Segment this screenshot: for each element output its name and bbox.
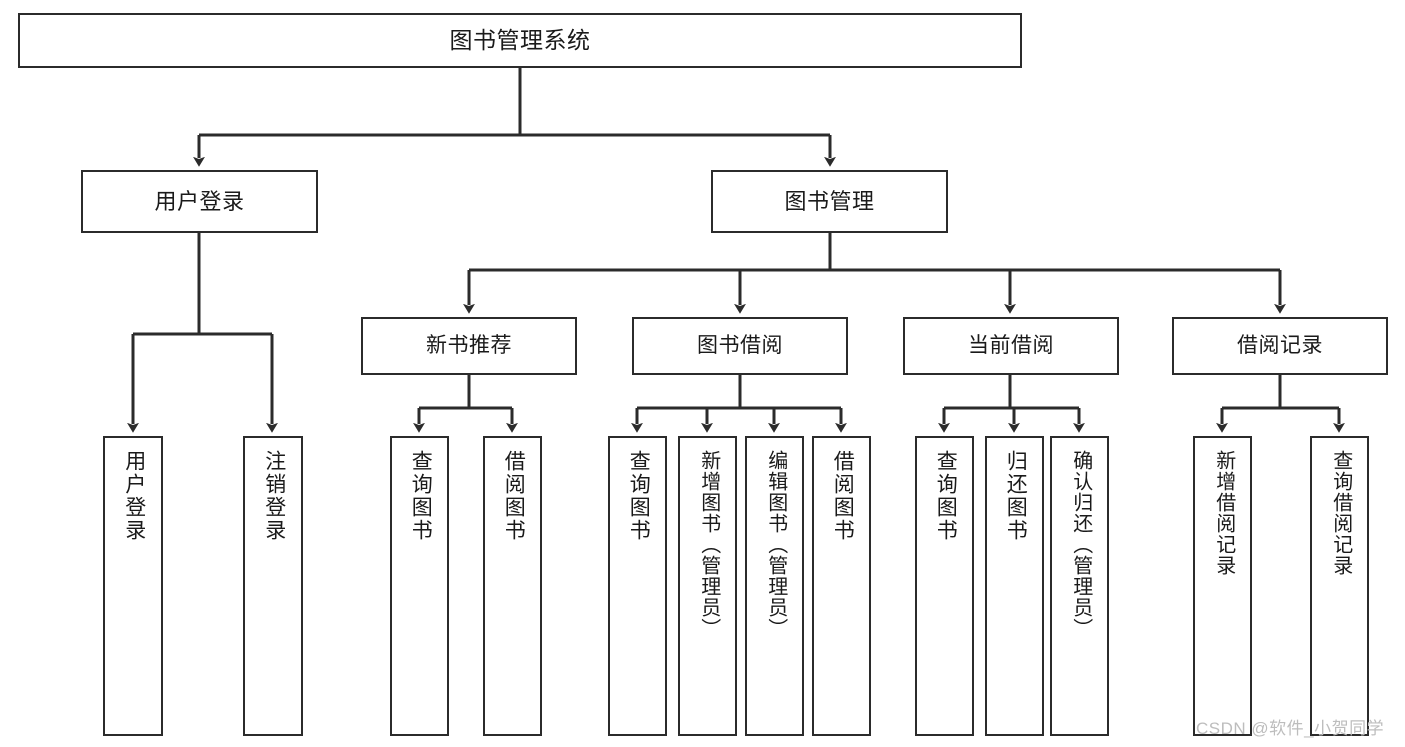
leaf-current-confirm-return-label: 确认归还（管理员） xyxy=(1069,450,1092,639)
leaf-borrow-edit-book-label: 编辑图书（管理员） xyxy=(764,450,787,639)
leaf-record-query[interactable]: 查询借阅记录 xyxy=(1310,436,1369,736)
node-borrow-record[interactable]: 借阅记录 xyxy=(1172,317,1388,375)
leaf-recommend-borrow-book-label: 借阅图书 xyxy=(502,450,526,542)
node-root-label: 图书管理系统 xyxy=(449,26,591,53)
node-user-login-label: 用户登录 xyxy=(154,188,245,214)
leaf-user-login[interactable]: 用户登录 xyxy=(103,436,163,736)
leaf-user-login-label: 用户登录 xyxy=(122,450,146,542)
leaf-current-confirm-return[interactable]: 确认归还（管理员） xyxy=(1050,436,1109,736)
node-root[interactable]: 图书管理系统 xyxy=(18,13,1022,68)
node-current-borrow-label: 当前借阅 xyxy=(968,333,1054,357)
node-book-borrow-label: 图书借阅 xyxy=(697,333,783,357)
node-current-borrow[interactable]: 当前借阅 xyxy=(903,317,1119,375)
leaf-record-add-label: 新增借阅记录 xyxy=(1212,450,1235,576)
node-new-book-recommend-label: 新书推荐 xyxy=(426,333,512,357)
node-book-management-label: 图书管理 xyxy=(784,188,875,214)
leaf-current-return-book[interactable]: 归还图书 xyxy=(985,436,1044,736)
leaf-borrow-query-book-label: 查询图书 xyxy=(627,450,651,542)
leaf-record-add[interactable]: 新增借阅记录 xyxy=(1193,436,1252,736)
leaf-current-query-book[interactable]: 查询图书 xyxy=(915,436,974,736)
leaf-recommend-borrow-book[interactable]: 借阅图书 xyxy=(483,436,542,736)
node-book-management[interactable]: 图书管理 xyxy=(711,170,948,233)
leaf-recommend-query-book[interactable]: 查询图书 xyxy=(390,436,449,736)
leaf-borrow-borrow-book-label: 借阅图书 xyxy=(831,450,855,542)
leaf-record-query-label: 查询借阅记录 xyxy=(1329,450,1352,576)
node-book-borrow[interactable]: 图书借阅 xyxy=(632,317,848,375)
node-user-login[interactable]: 用户登录 xyxy=(81,170,318,233)
leaf-borrow-add-book[interactable]: 新增图书（管理员） xyxy=(678,436,737,736)
leaf-borrow-add-book-label: 新增图书（管理员） xyxy=(697,450,720,639)
leaf-user-logout[interactable]: 注销登录 xyxy=(243,436,303,736)
leaf-current-query-book-label: 查询图书 xyxy=(934,450,958,542)
leaf-borrow-edit-book[interactable]: 编辑图书（管理员） xyxy=(745,436,804,736)
node-borrow-record-label: 借阅记录 xyxy=(1237,333,1323,357)
leaf-current-return-book-label: 归还图书 xyxy=(1004,450,1028,542)
leaf-user-logout-label: 注销登录 xyxy=(262,450,286,542)
node-new-book-recommend[interactable]: 新书推荐 xyxy=(361,317,577,375)
leaf-borrow-query-book[interactable]: 查询图书 xyxy=(608,436,667,736)
csdn-watermark: CSDN @软件_小贺同学 xyxy=(1196,719,1385,738)
leaf-recommend-query-book-label: 查询图书 xyxy=(409,450,433,542)
leaf-borrow-borrow-book[interactable]: 借阅图书 xyxy=(812,436,871,736)
